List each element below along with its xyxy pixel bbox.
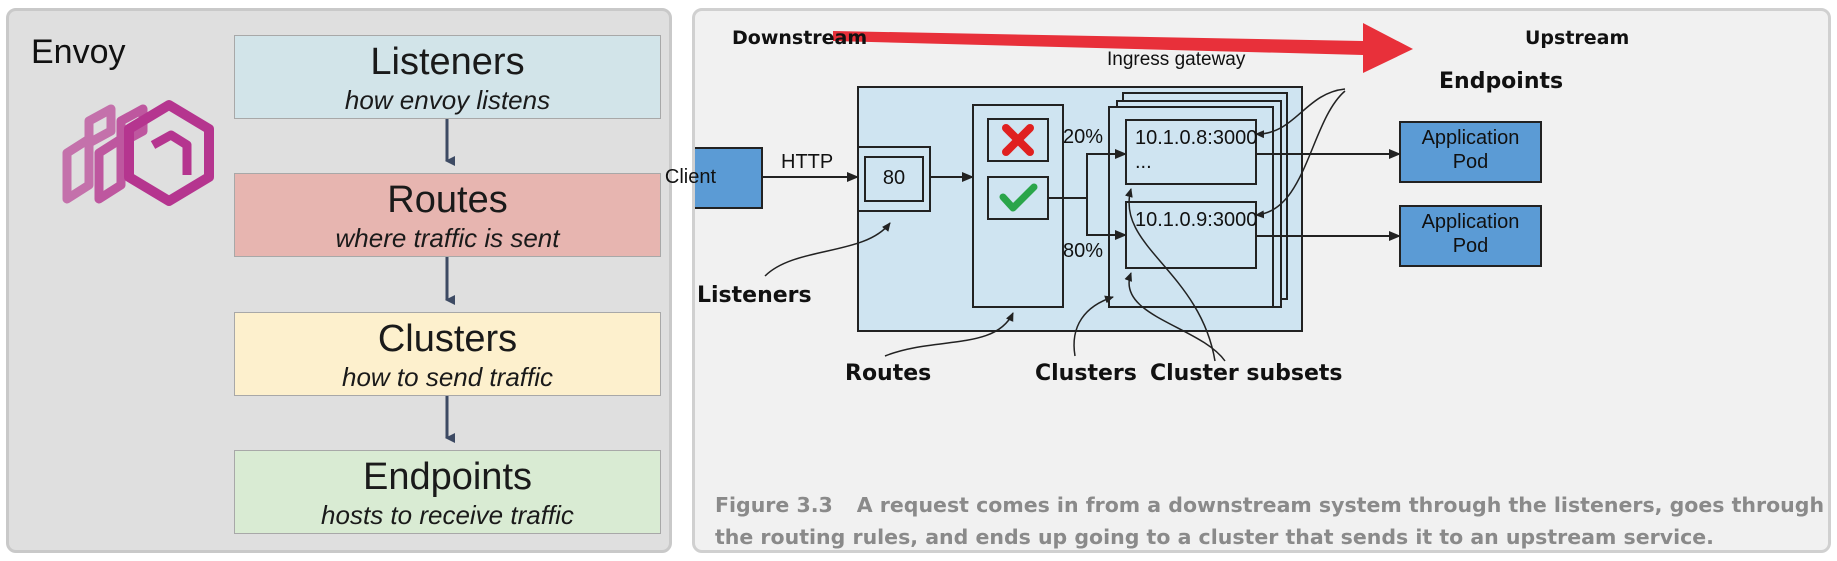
- client-label: Client: [664, 166, 717, 188]
- clusters-callout: [1073, 295, 1114, 357]
- subsets-callout-b: [1124, 272, 1226, 362]
- stage-name: Routes: [387, 179, 508, 221]
- caption-text: A request comes in from a downstream sys…: [715, 493, 1825, 549]
- routes-callout: [884, 312, 1014, 357]
- envoy-logo-icon: [62, 100, 214, 206]
- envoy-concepts-panel: Envoy Listeners how envoy listens Routes…: [6, 8, 672, 553]
- app-pod-box-b: [1399, 205, 1542, 267]
- stage-name: Clusters: [377, 318, 518, 360]
- weight-a-label: 20%: [1063, 126, 1104, 148]
- clusters-callout-label: Clusters: [1035, 361, 1137, 386]
- endpoint-a-label: 10.1.0.8:3000: [1135, 127, 1258, 149]
- stage-name: Listeners: [370, 41, 525, 83]
- routes-to-clusters-split: [1048, 149, 1127, 199]
- routes-callout-label: Routes: [845, 361, 932, 386]
- gateway-diagram: [695, 23, 1542, 362]
- subsets-callout-label: Cluster subsets: [1150, 361, 1343, 386]
- stage-desc: how to send traffic: [342, 362, 553, 392]
- x-mark-icon: [1002, 124, 1034, 156]
- pod-a-line1: Application: [1421, 127, 1520, 149]
- pod-b-line2: Pod: [1452, 235, 1489, 257]
- subsets-callout-a: [1124, 188, 1216, 362]
- stage-endpoints: Endpoints hosts to receive traffic: [234, 450, 661, 534]
- figure-number: Figure 3.3: [715, 493, 833, 517]
- stage-routes: Routes where traffic is sent: [234, 173, 661, 257]
- route-accepted-box: [987, 176, 1049, 220]
- gateway-label: Ingress gateway: [1107, 49, 1246, 70]
- stage-clusters: Clusters how to send traffic: [234, 312, 661, 396]
- listeners-callout: [764, 222, 891, 277]
- endpoints-callout-b: [1255, 90, 1346, 219]
- listener-port-box: [864, 156, 924, 202]
- stage-listeners: Listeners how envoy listens: [234, 35, 661, 119]
- endpoints-callout-a: [1255, 88, 1346, 139]
- stage-name: Endpoints: [362, 456, 532, 498]
- http-label: HTTP: [781, 151, 834, 173]
- stage-desc: hosts to receive traffic: [321, 500, 574, 530]
- check-mark-icon: [999, 183, 1038, 212]
- ingress-gateway-figure: Downstream Upstream Ingress gateway Endp…: [665, 8, 1831, 553]
- pod-b-line1: Application: [1421, 211, 1520, 233]
- routes-to-clusters-split-b: [1086, 198, 1127, 240]
- stage-desc: how envoy listens: [344, 85, 551, 115]
- cluster-subset-b: [1125, 201, 1257, 269]
- app-pod-box-a: [1399, 121, 1542, 183]
- downstream-label: Downstream: [732, 27, 868, 49]
- upstream-label: Upstream: [1525, 27, 1630, 49]
- stage-desc: where traffic is sent: [335, 223, 560, 253]
- endpoints-callout-label: Endpoints: [1439, 69, 1564, 94]
- port-label: 80: [882, 167, 906, 189]
- direction-arrow: [833, 23, 1413, 73]
- envoy-title: Envoy: [31, 33, 126, 71]
- listeners-callout-label: Listeners: [697, 283, 812, 308]
- pod-a-line2: Pod: [1452, 151, 1489, 173]
- endpoint-a-more: ...: [1135, 151, 1152, 173]
- weight-b-label: 80%: [1063, 240, 1104, 262]
- endpoint-b-label: 10.1.0.9:3000: [1135, 209, 1258, 231]
